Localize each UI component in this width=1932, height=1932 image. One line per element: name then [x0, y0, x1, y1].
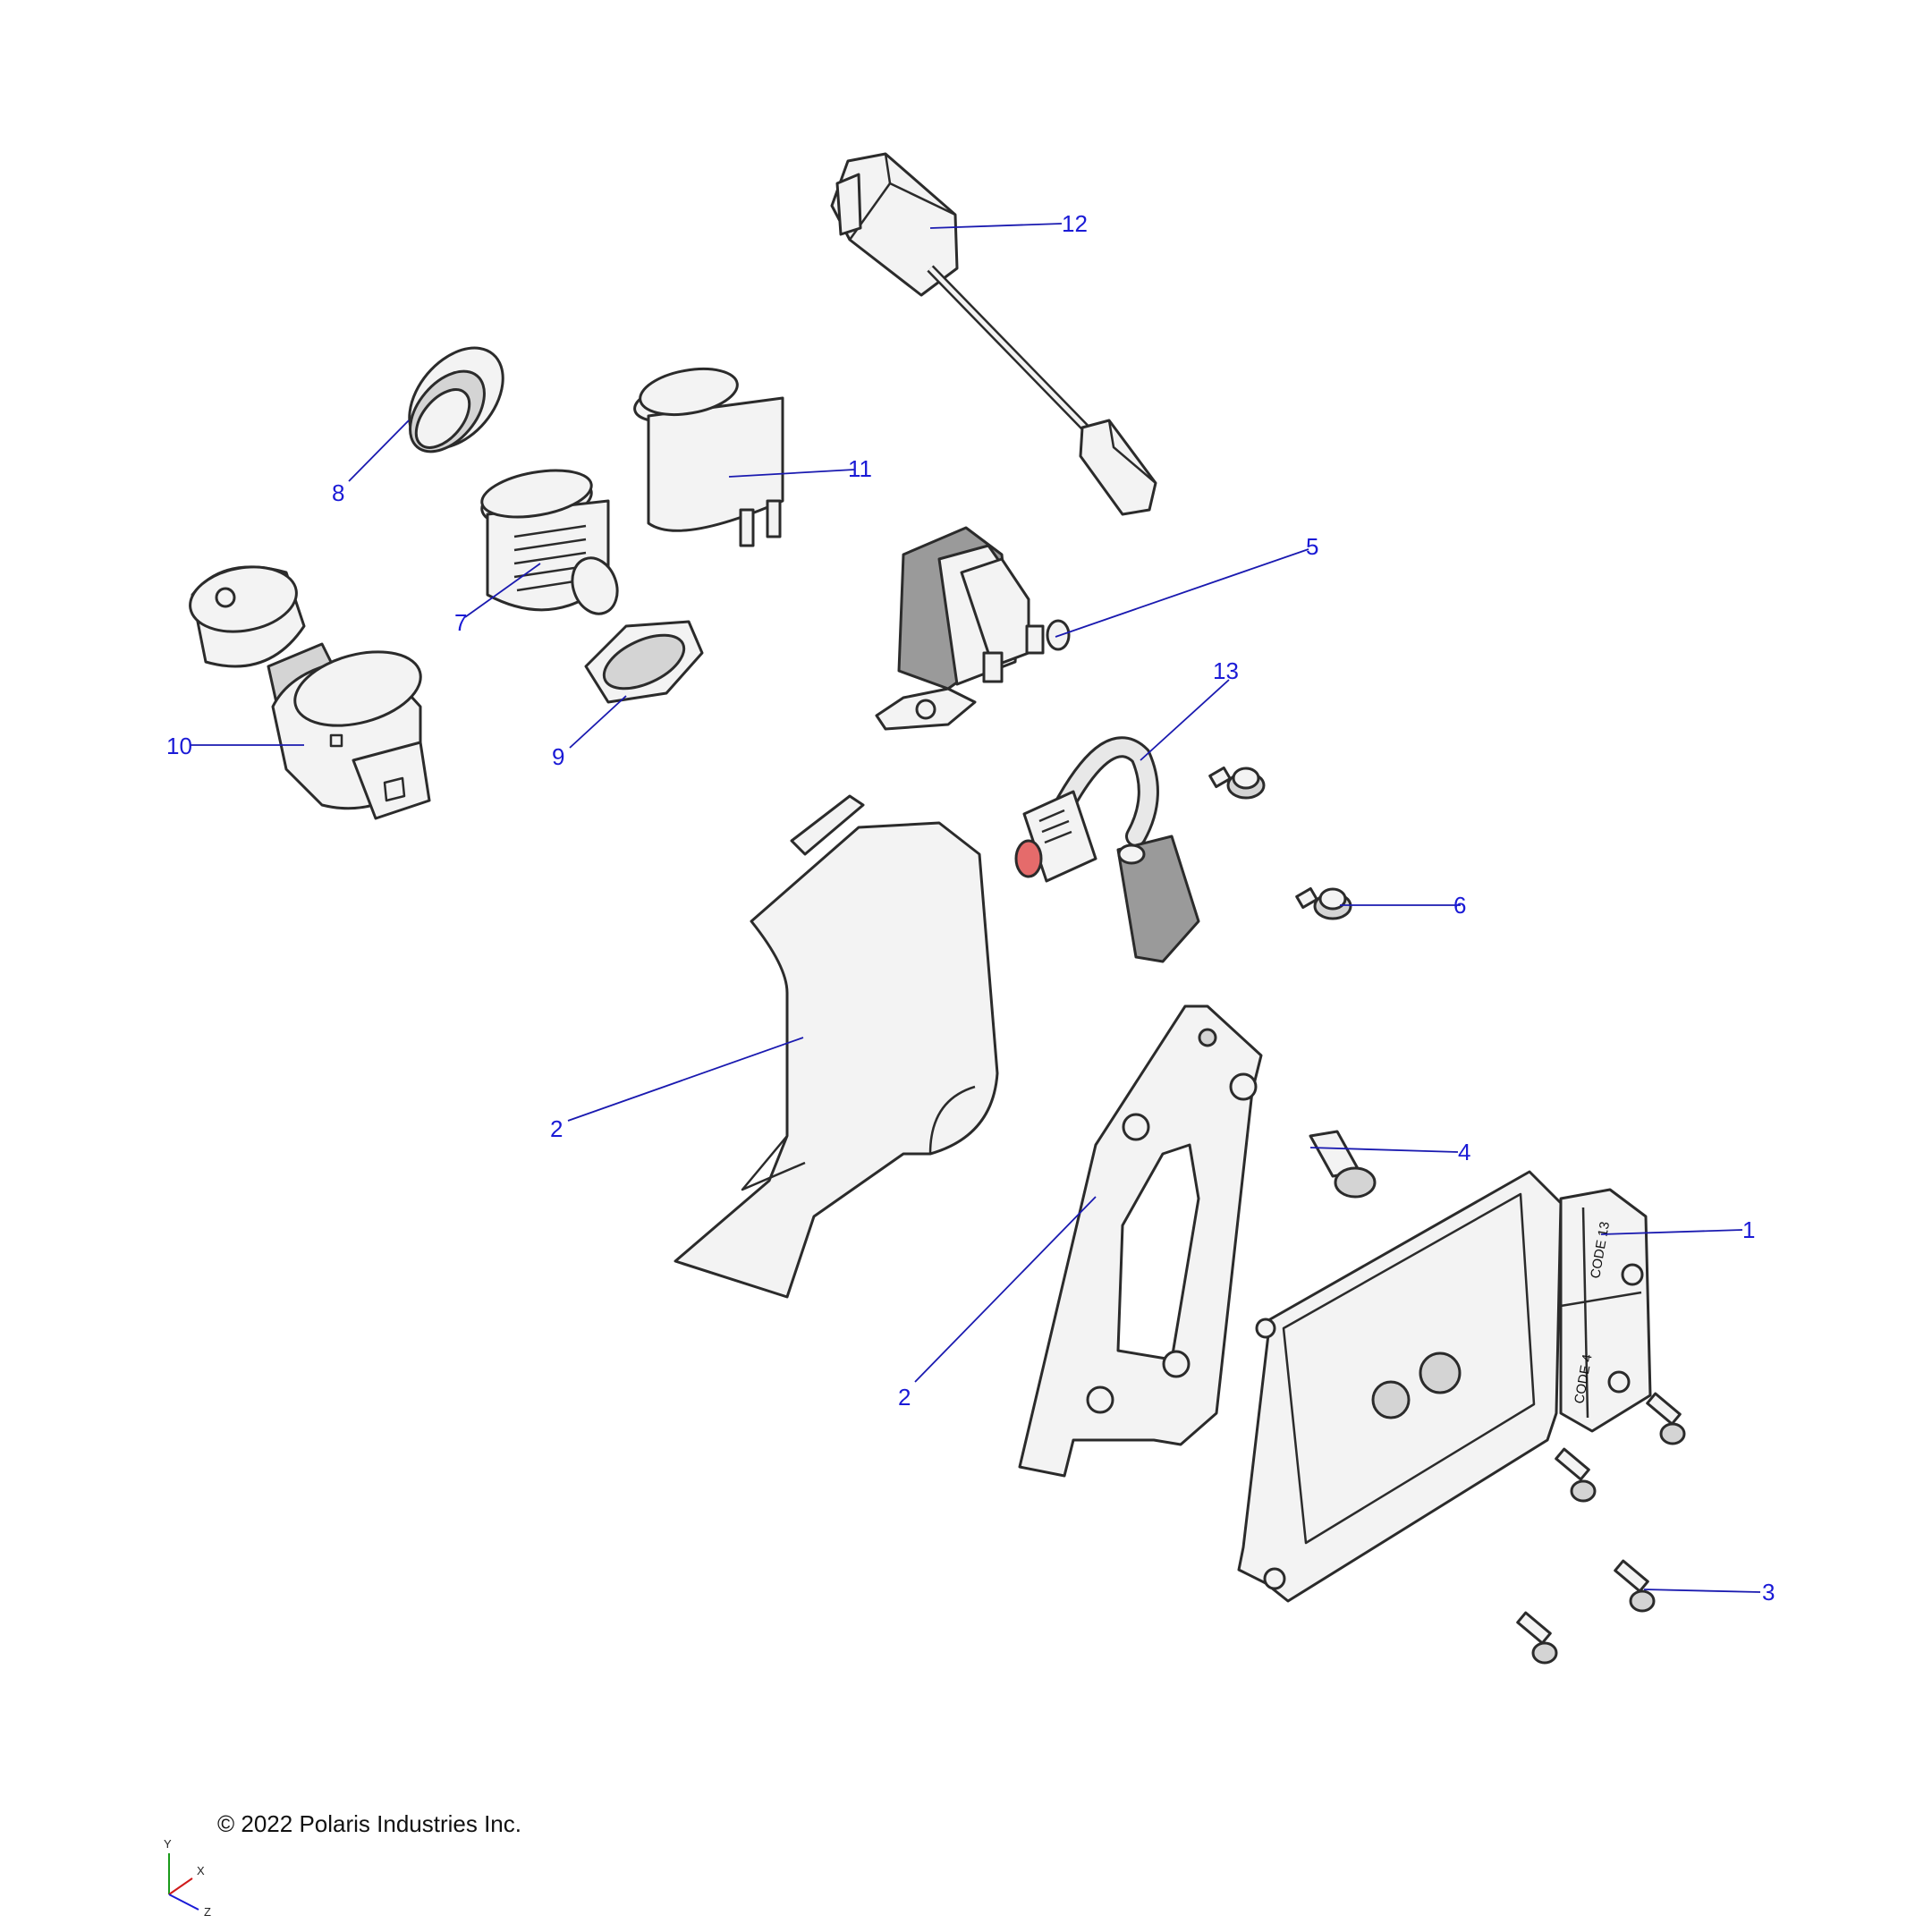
- part-1-ecu: CODE 13 CODE 4: [1237, 1170, 1652, 1603]
- callout-1: 1: [1742, 1216, 1755, 1243]
- part-11-socket: [633, 368, 784, 547]
- part-12-sensor: [830, 152, 1157, 516]
- copyright-notice: © 2022 Polaris Industries Inc.: [217, 1810, 521, 1837]
- callout-2-bracket: 2: [898, 1384, 911, 1411]
- callout-10: 10: [166, 733, 192, 759]
- callout-9: 9: [552, 743, 564, 770]
- part-4-push-rivet: [1309, 1130, 1377, 1199]
- part-3-screw-c: [1614, 1559, 1656, 1613]
- axis-triad: Y X Z: [164, 1837, 211, 1919]
- part-7-threaded-socket: [480, 469, 619, 615]
- part-3-screw-b: [1555, 1447, 1597, 1503]
- axis-x-label: X: [197, 1864, 205, 1877]
- callout-11: 11: [848, 455, 872, 482]
- part-8-ring-nut: [408, 346, 504, 453]
- axis-y-label: Y: [164, 1837, 172, 1851]
- part-13-harness: [1014, 736, 1200, 963]
- part-6-bolt-upper: [1208, 766, 1266, 800]
- callout-2-cover: 2: [550, 1115, 563, 1142]
- callout-6: 6: [1453, 892, 1466, 919]
- part-3-screw-d: [1516, 1611, 1558, 1665]
- callout-3: 3: [1762, 1579, 1775, 1606]
- callout-7: 7: [454, 609, 467, 636]
- callout-5: 5: [1306, 533, 1318, 560]
- part-2-bracket: [1018, 1004, 1263, 1478]
- callout-numbers: 12 5 13 6 11 7 8 9 10 2 2 4 1 3: [166, 210, 1775, 1606]
- callout-8: 8: [332, 479, 344, 506]
- part-3-screw-a: [1646, 1392, 1686, 1445]
- leader-lines: [190, 223, 1761, 1593]
- callout-4: 4: [1458, 1139, 1470, 1165]
- part-2-cover: [674, 794, 999, 1299]
- part-6-bolt-lower: [1295, 886, 1352, 920]
- callout-12: 12: [1062, 210, 1088, 237]
- part-10-ignition-switch: [189, 565, 431, 820]
- axis-z-label: Z: [204, 1905, 211, 1919]
- part-5-relay: [875, 526, 1071, 731]
- callout-13: 13: [1213, 657, 1239, 684]
- part-9-hex-nut: [584, 620, 704, 704]
